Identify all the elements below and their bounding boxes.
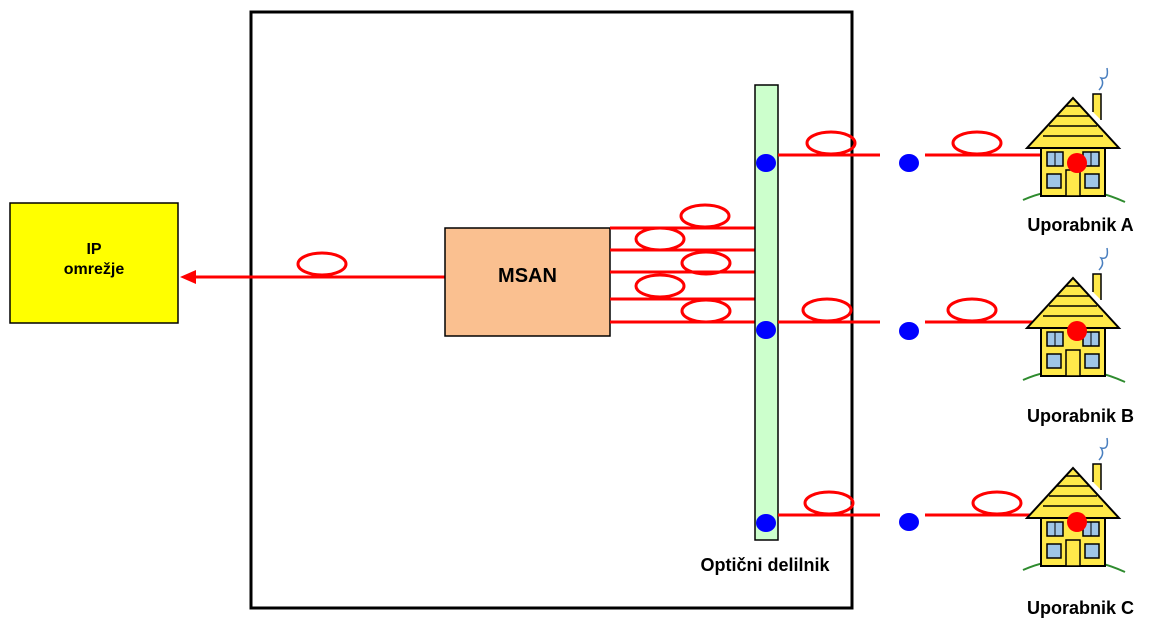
house-icon bbox=[1022, 437, 1126, 573]
msan-box bbox=[444, 227, 611, 337]
ip-network-box bbox=[9, 202, 179, 324]
house-icon bbox=[1022, 67, 1126, 203]
user-b-label: Uporabnik B bbox=[1026, 406, 1134, 426]
fiber-loop bbox=[296, 251, 348, 277]
msan-label: MSAN bbox=[498, 265, 557, 287]
arrow-head-icon bbox=[180, 270, 196, 284]
user-c-label: Uporabnik C bbox=[1026, 598, 1134, 618]
msan-port-fibers bbox=[610, 203, 755, 324]
user-a-label: Uporabnik A bbox=[1027, 215, 1134, 235]
optical-splitter bbox=[754, 84, 779, 541]
splitter-label: Optični delilnik bbox=[700, 555, 830, 575]
connectors bbox=[756, 154, 919, 532]
ip-network-label-line1: IP bbox=[86, 241, 102, 258]
terminal-dots bbox=[1067, 153, 1087, 532]
ip-network-label-line2: omrežje bbox=[63, 261, 125, 278]
house-icon bbox=[1022, 247, 1126, 383]
drop-fibers bbox=[778, 130, 1075, 517]
